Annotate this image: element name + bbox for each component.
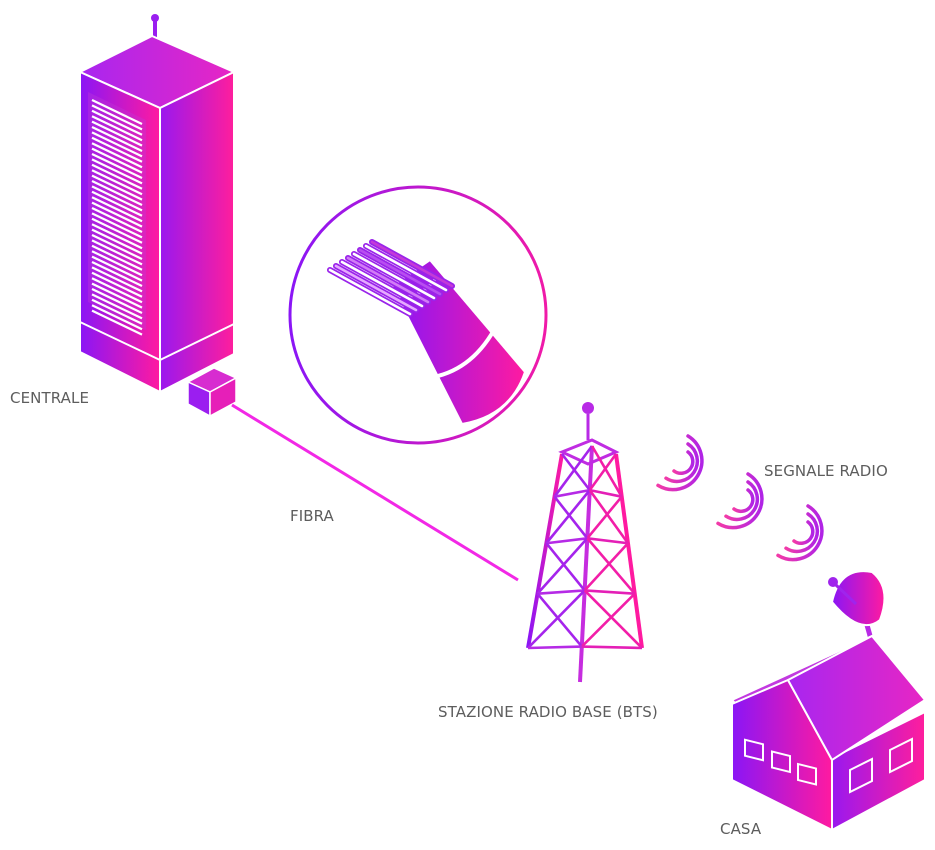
fiber-cable-icon <box>288 185 548 445</box>
central-office-label: CENTRALE <box>10 389 90 407</box>
building-icon <box>77 14 237 394</box>
satellite-dish-icon <box>828 570 886 651</box>
antenna-tower-icon <box>526 402 644 683</box>
fiber-link <box>231 403 519 582</box>
radio-waves-icon <box>656 434 824 562</box>
fiber-label: FIBRA <box>290 507 334 525</box>
radio-signal-label: SEGNALE RADIO <box>764 462 888 480</box>
base-station-label: STAZIONE RADIO BASE (BTS) <box>438 703 658 721</box>
house-icon <box>730 634 927 832</box>
cabinet-box <box>186 367 238 418</box>
home-label: CASA <box>720 820 762 838</box>
